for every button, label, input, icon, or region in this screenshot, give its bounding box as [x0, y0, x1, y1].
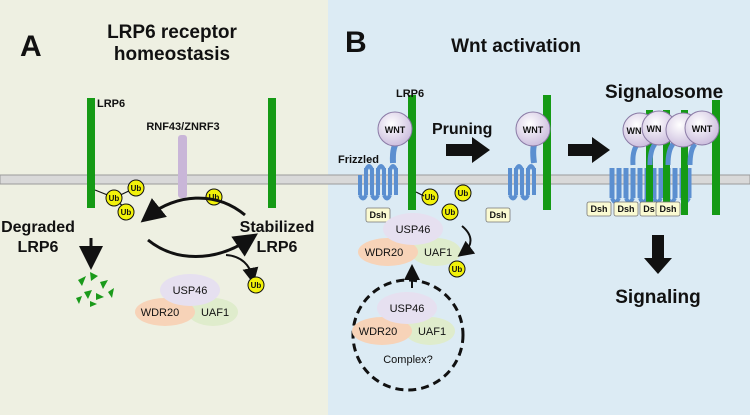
- dsh-box-2: [485, 207, 511, 223]
- dsh-label-s2: Dsh: [617, 204, 634, 214]
- usp46-a: [160, 274, 220, 306]
- ub-circle: [247, 276, 265, 294]
- degraded-fragments: [76, 272, 114, 307]
- ub-release-arrow: [225, 254, 259, 284]
- ub-release-arrow-b: [457, 225, 476, 257]
- dsh-box-s1: [586, 201, 612, 217]
- panel-a-letter: A: [20, 30, 42, 63]
- uaf1-label-c: UAF1: [418, 326, 446, 338]
- rnf43-znrf3-bar: [178, 135, 187, 198]
- dsh-label-s4: Dsh: [659, 204, 676, 214]
- wnt-ligand-s4: [684, 110, 720, 146]
- ub-label: Ub: [121, 208, 132, 217]
- lrp6-label-a: LRP6: [97, 98, 125, 110]
- lrp6-receptor-b1: [408, 95, 416, 210]
- cycle-arrow-top: [140, 196, 246, 223]
- wdr20-c: [352, 317, 412, 345]
- wnt-ligand-1: [377, 111, 413, 147]
- lrp6-label-b: LRP6: [396, 88, 424, 100]
- wnt-label-s2: WN: [647, 124, 662, 134]
- lrp6-receptor-right: [268, 98, 276, 208]
- lrp6-signalosome-3: [681, 110, 688, 215]
- wdr20-label-a: WDR20: [141, 307, 180, 319]
- dsh-label-s1: Dsh: [590, 204, 607, 214]
- degraded-label-line2: LRP6: [18, 239, 59, 256]
- signalosome-arrow: [568, 137, 610, 163]
- ub-label: Ub: [109, 194, 120, 203]
- uaf1-c: [405, 317, 455, 345]
- signaling-arrow: [644, 235, 672, 274]
- frizzled-loops-2: [508, 164, 536, 201]
- frizzled-label: Frizzled: [338, 154, 379, 166]
- uaf1-label-a: UAF1: [201, 307, 229, 319]
- cycle-arrow-bottom: [147, 233, 258, 258]
- ub-circle: [421, 188, 439, 206]
- ub-circle: [448, 260, 466, 278]
- ub-circle: [105, 189, 123, 207]
- wnt-label-s4: WNT: [692, 124, 713, 134]
- panel-b-title: Wnt activation: [451, 36, 581, 57]
- ub-circle: [441, 203, 459, 221]
- ub-label: Ub: [452, 265, 463, 274]
- panel-b-letter: B: [345, 26, 367, 59]
- dsh-label-2: Dsh: [489, 210, 506, 220]
- membrane: [0, 174, 750, 185]
- ub-label: Ub: [251, 281, 262, 290]
- stabilized-label-line2: LRP6: [257, 239, 298, 256]
- ub-label: Ub: [458, 189, 469, 198]
- dsh-box-1: [365, 207, 391, 223]
- ub-circle: [454, 184, 472, 202]
- lrp6-receptor-b2: [543, 95, 551, 210]
- usp46-c: [377, 292, 437, 324]
- stabilized-label-line1: Stabilized: [240, 219, 315, 236]
- wnt-label-s1: WN: [627, 126, 642, 136]
- signaling-label: Signaling: [615, 287, 701, 308]
- dsh-label-s3: Ds: [643, 204, 655, 214]
- uaf1-a: [188, 298, 238, 326]
- ub-label: Ub: [131, 184, 142, 193]
- dsh-box-s2: [613, 201, 639, 217]
- dsh-label-1: Dsh: [369, 210, 386, 220]
- frizzled-receptor-2: [508, 168, 536, 195]
- wnt-label-1: WNT: [385, 125, 406, 135]
- frizzled-loops-1: [358, 164, 398, 201]
- wdr20-label-c: WDR20: [359, 326, 398, 338]
- lrp6-signalosome-4: [712, 100, 720, 215]
- wnt-label-2: WNT: [523, 125, 544, 135]
- ub-label: Ub: [425, 193, 436, 202]
- uaf1-b: [411, 238, 461, 266]
- usp46-label-a: USP46: [173, 285, 208, 297]
- usp46-label-c: USP46: [390, 303, 425, 315]
- rnf43-label: RNF43/ZNRF3: [146, 121, 219, 133]
- lrp6-receptor-left: [87, 98, 95, 208]
- ub-label: Ub: [445, 208, 456, 217]
- wdr20-label-b: WDR20: [365, 247, 404, 259]
- usp46-label-b: USP46: [396, 224, 431, 236]
- ub-circle: [117, 203, 135, 221]
- panel-a-title-line2: homeostasis: [114, 44, 230, 65]
- wdr20-b: [358, 238, 418, 266]
- signalosome-crd: [630, 142, 698, 166]
- degraded-label-line1: Degraded: [1, 219, 75, 236]
- wnt-ligand-2: [515, 111, 551, 147]
- complex-label: Complex?: [383, 354, 433, 366]
- complex-circle: [351, 278, 465, 392]
- ub-label: Ub: [209, 193, 220, 202]
- frizzled-receptor-1: [358, 168, 398, 195]
- pruning-arrow: [446, 137, 490, 163]
- uaf1-label-b: UAF1: [424, 247, 452, 259]
- usp46-b: [383, 213, 443, 245]
- panel-a-title-line1: LRP6 receptor: [107, 22, 237, 43]
- ub-chain-link: [415, 191, 425, 197]
- signalosome-label: Signalosome: [605, 82, 723, 103]
- pruning-label: Pruning: [432, 121, 492, 138]
- dsh-box-s4: [655, 201, 681, 217]
- ub-circle: [127, 179, 145, 197]
